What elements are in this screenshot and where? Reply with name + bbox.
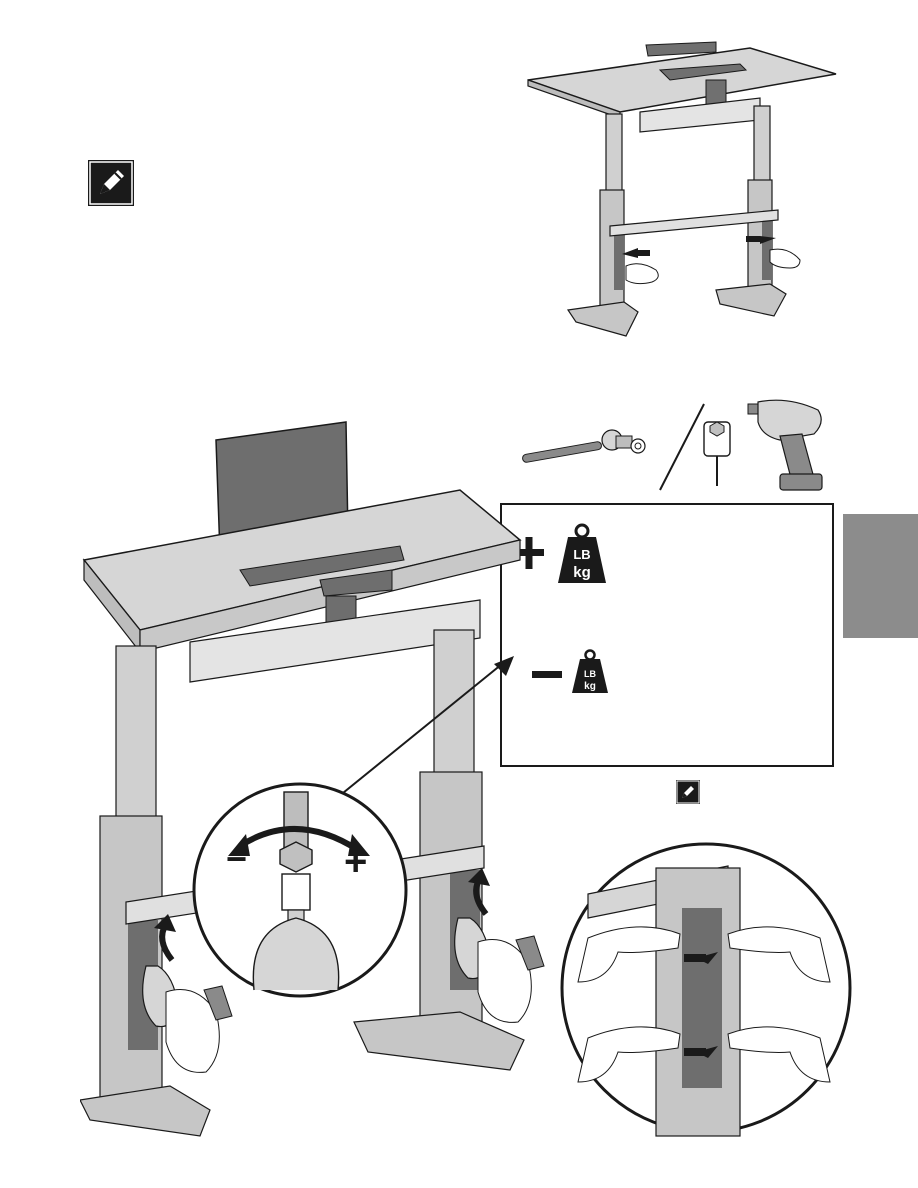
pencil-note-icon [88, 160, 134, 206]
cordless-drill-icon [748, 400, 822, 490]
minus-sign: − [226, 838, 247, 880]
weight-label-top-small: LB [584, 669, 596, 679]
washer-icon [631, 439, 645, 453]
pencil-note-icon [676, 780, 700, 804]
desk-illustration-top [520, 40, 840, 350]
weight-label-top: LB [573, 547, 590, 562]
weight-label-bottom: kg [573, 564, 591, 581]
weight-label-bottom-small: kg [584, 681, 596, 692]
plus-sign: + [344, 840, 367, 885]
fingers-magnifier [558, 838, 854, 1138]
side-tab [843, 514, 918, 638]
tools-row [516, 396, 836, 496]
adjust-magnifier [180, 780, 420, 1000]
hex-socket-bit-icon [704, 422, 730, 486]
